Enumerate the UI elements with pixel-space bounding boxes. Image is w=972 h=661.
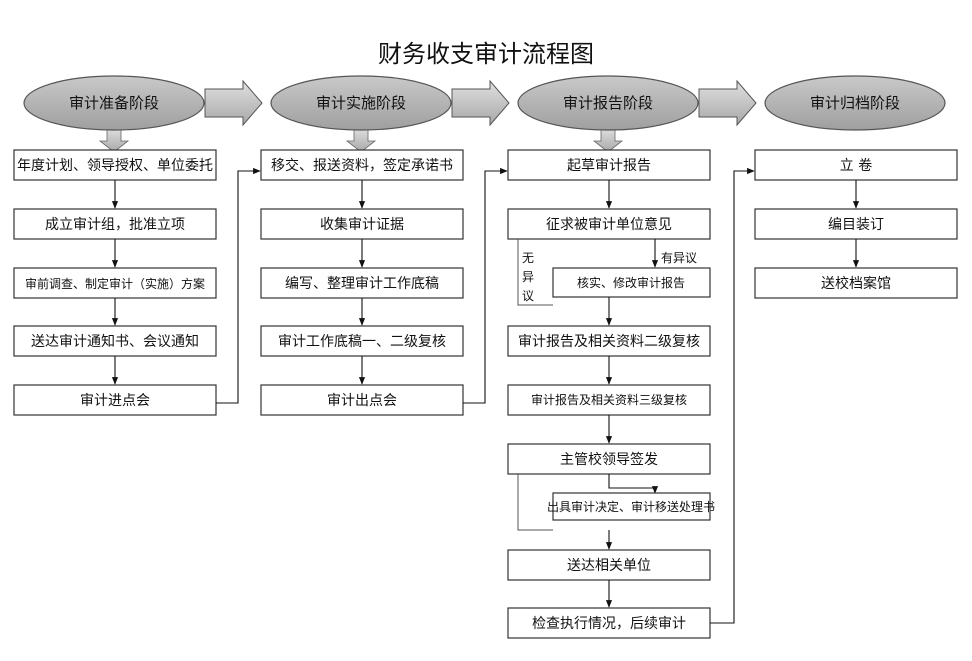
- stage-down-arrow-1: [98, 127, 130, 153]
- box-label: 送校档案馆: [821, 275, 891, 292]
- box-label: 编目装订: [828, 217, 884, 233]
- col2-box-1: 移交、报送资料，签定承诺书: [260, 149, 464, 181]
- stage-implementation: 审计实施阶段: [270, 75, 452, 131]
- connector-to-decision: [608, 474, 659, 494]
- stage-preparation: 审计准备阶段: [23, 75, 205, 131]
- box-label: 审计报告及相关资料三级复核: [531, 392, 687, 407]
- skip-decision-path: [517, 474, 553, 531]
- box-label: 核实、修改审计报告: [577, 275, 685, 290]
- col3-box-deliver: 送达相关单位: [507, 549, 711, 581]
- box-label: 征求被审计单位意见: [546, 216, 672, 233]
- stage-report: 审计报告阶段: [517, 75, 699, 131]
- col1-box-4: 送达审计通知书、会议通知: [13, 325, 217, 357]
- stage-arrow-1: [204, 79, 263, 127]
- box-label: 收集审计证据: [320, 216, 404, 233]
- stage-archive: 审计归档阶段: [764, 75, 946, 131]
- connector-col2-to-col3: [463, 167, 508, 404]
- col3-box-third-review: 审计报告及相关资料三级复核: [507, 384, 711, 416]
- box-label: 审计报告及相关资料二级复核: [518, 333, 700, 350]
- box-label: 送达相关单位: [567, 558, 651, 574]
- col2-box-5: 审计出点会: [260, 384, 464, 416]
- stage-label: 审计报告阶段: [563, 94, 653, 112]
- col4-box-archive: 送校档案馆: [754, 267, 958, 299]
- box-label: 审计工作底稿一、二级复核: [278, 333, 446, 350]
- box-label: 成立审计组，批准立项: [45, 217, 185, 233]
- box-label: 检查执行情况，后续审计: [532, 615, 686, 632]
- stage-label: 审计归档阶段: [810, 94, 900, 112]
- stage-arrow-2: [451, 79, 510, 127]
- stage-label: 审计实施阶段: [316, 94, 406, 112]
- box-label: 主管校领导签发: [560, 451, 658, 468]
- stage-label: 审计准备阶段: [69, 94, 159, 112]
- stage-arrow-3: [698, 79, 757, 127]
- col3-box-leader-sign: 主管校领导签发: [507, 443, 711, 475]
- box-label: 审计出点会: [327, 393, 397, 409]
- no-objection-char-1: 无: [522, 251, 534, 265]
- has-objection-label: 有异议: [661, 251, 697, 265]
- col4-box-catalog: 编目装订: [754, 208, 958, 240]
- col3-box-follow-up: 检查执行情况，后续审计: [507, 607, 711, 639]
- box-label: 审前调查、制定审计（实施）方案: [25, 276, 205, 291]
- col2-box-2: 收集审计证据: [260, 208, 464, 240]
- stage-down-arrow-3: [592, 127, 624, 153]
- col3-box-draft-report: 起草审计报告: [507, 149, 711, 181]
- col1-box-3: 审前调查、制定审计（实施）方案: [13, 267, 217, 299]
- box-label: 起草审计报告: [567, 158, 651, 174]
- chart-title: 财务收支审计流程图: [378, 40, 594, 68]
- no-objection-path: [517, 239, 553, 306]
- box-label: 移交、报送资料，签定承诺书: [271, 157, 453, 174]
- stage-down-arrow-2: [345, 127, 377, 153]
- box-label: 立 卷: [840, 158, 872, 174]
- box-label: 出具审计决定、审计移送处理书: [547, 499, 715, 514]
- col2-box-3: 编写、整理审计工作底稿: [260, 267, 464, 299]
- col3-box-solicit-opinion: 征求被审计单位意见: [507, 208, 711, 240]
- col3-box-second-review: 审计报告及相关资料二级复核: [507, 325, 711, 357]
- col1-box-5: 审计进点会: [13, 384, 217, 416]
- connector-col1-to-col2: [216, 167, 261, 404]
- no-objection-char-2: 异: [522, 270, 534, 284]
- no-objection-char-3: 议: [522, 289, 534, 303]
- col3-box-verify-modify: 核实、修改审计报告: [552, 267, 711, 298]
- col3-box-issue-decision: 出具审计决定、审计移送处理书: [547, 492, 715, 521]
- connector-col3-to-col4: [710, 167, 755, 624]
- col2-box-4: 审计工作底稿一、二级复核: [260, 325, 464, 357]
- col4-box-file: 立 卷: [754, 149, 958, 181]
- col1-box-2: 成立审计组，批准立项: [13, 208, 217, 240]
- box-label: 送达审计通知书、会议通知: [31, 333, 199, 350]
- box-label: 审计进点会: [80, 393, 150, 409]
- box-label: 年度计划、领导授权、单位委托: [17, 158, 213, 174]
- box-label: 编写、整理审计工作底稿: [285, 276, 439, 292]
- col1-box-1: 年度计划、领导授权、单位委托: [13, 149, 217, 181]
